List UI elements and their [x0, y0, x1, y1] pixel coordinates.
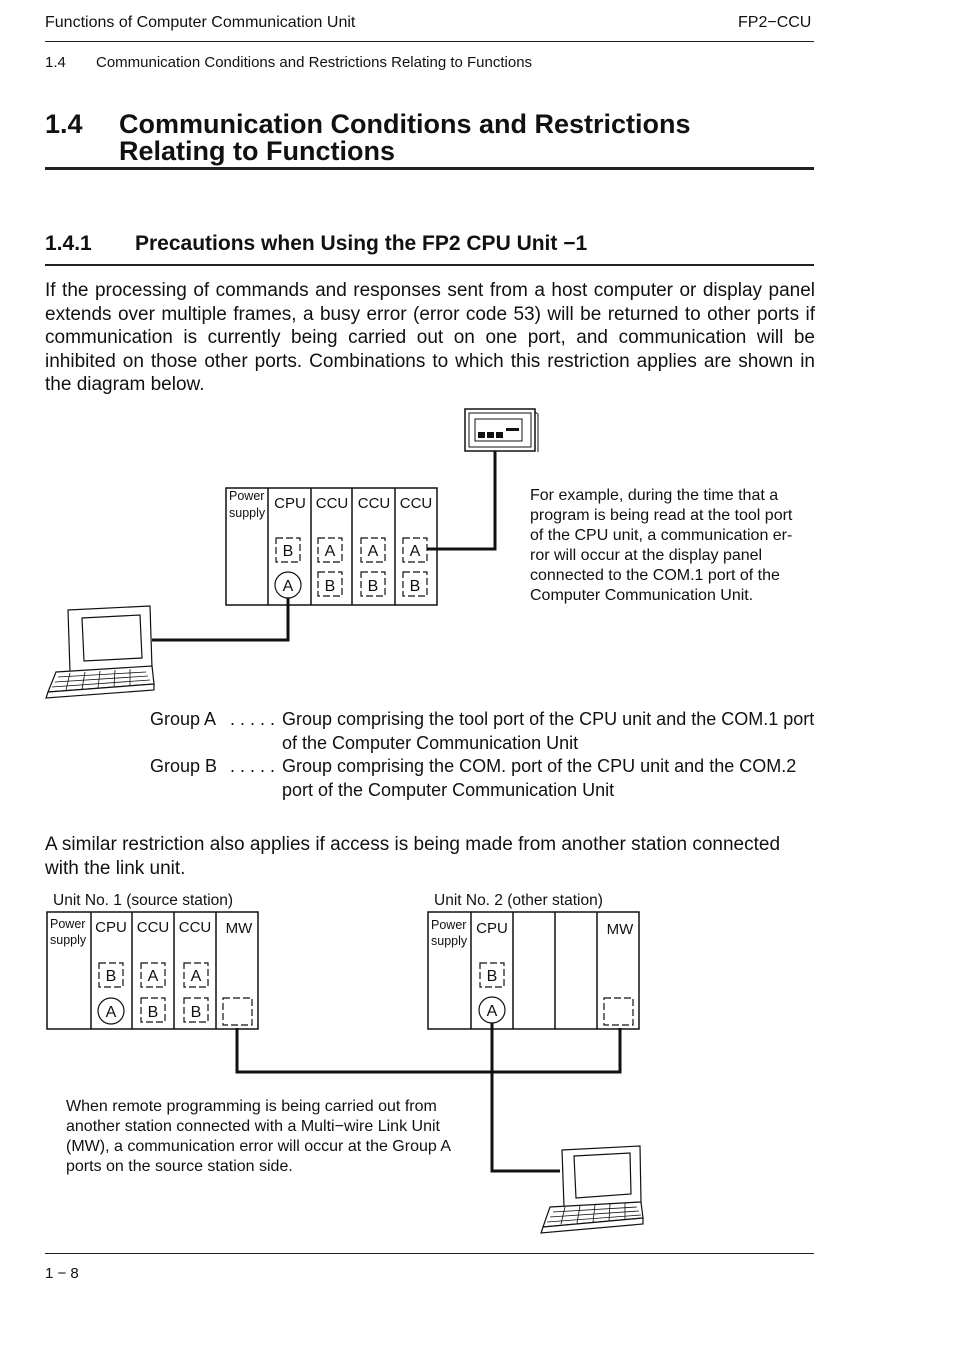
port-label: B: [283, 543, 294, 560]
unit2-title: Unit No. 2 (other station): [434, 892, 603, 909]
link-unit-paragraph: A similar restriction also applies if ac…: [45, 834, 781, 879]
port-label: B: [148, 1004, 159, 1021]
group-a-desc-line2: of the Computer Communication Unit: [282, 733, 579, 753]
group-a-dots: . . . . .: [230, 709, 276, 729]
port-label: A: [325, 543, 336, 560]
module-label-ccu: CCU: [137, 919, 170, 936]
module-label-ccu: CCU: [400, 495, 433, 512]
group-b-desc-line2: port of the Computer Communication Unit: [282, 780, 615, 800]
breadcrumb-text: Communication Conditions and Restriction…: [96, 54, 533, 71]
group-a-label: Group A: [150, 709, 217, 729]
section-title-line1: Communication Conditions and Restriction…: [119, 109, 691, 139]
footer-rule: [45, 1253, 814, 1254]
group-b-dots: . . . . .: [230, 756, 276, 776]
port-label: B: [325, 578, 336, 595]
power-supply-label-1: Power: [229, 489, 264, 503]
plc-rack: Power supply CPU CCU CCU CCU B A A A A B…: [225, 487, 438, 606]
group-b-label: Group B: [150, 756, 218, 776]
module-label-cpu: CPU: [476, 920, 508, 937]
port-label: A: [487, 1003, 498, 1020]
section-number: 1.4: [45, 109, 83, 139]
laptop-icon: [45, 605, 155, 699]
unit1-rack: Power supply CPU CCU CCU MW B A A A B B: [46, 911, 259, 1030]
port-label: B: [487, 968, 498, 985]
module-label-ccu: CCU: [316, 495, 349, 512]
power-supply-label-2: supply: [50, 933, 87, 947]
connection-cables: [152, 451, 497, 642]
intro-paragraph: If the processing of commands and respon…: [45, 280, 815, 395]
subsection-rule: [45, 264, 814, 266]
section-title-line2: Relating to Functions: [119, 136, 395, 166]
diagram-link-unit: Power supply CPU CCU CCU MW B A A A B B …: [46, 911, 644, 1234]
module-label-mw: MW: [607, 921, 634, 938]
header-rule: [45, 41, 814, 42]
diagram-port-groups: Power supply CPU CCU CCU CCU B A A A A B…: [45, 408, 539, 699]
diagram2-note: When remote programming is being carried…: [66, 1098, 451, 1175]
subsection-title: Precautions when Using the FP2 CPU Unit …: [135, 232, 588, 255]
port-label: A: [368, 543, 379, 560]
laptop-icon: [540, 1145, 644, 1234]
port-label: A: [191, 968, 202, 985]
port-label: B: [368, 578, 379, 595]
section-rule: [45, 167, 814, 170]
port-label: A: [148, 968, 159, 985]
port-label: B: [191, 1004, 202, 1021]
unit2-rack: Power supply CPU MW B A: [427, 911, 640, 1030]
port-label: A: [410, 543, 421, 560]
module-label-ccu: CCU: [358, 495, 391, 512]
unit1-title: Unit No. 1 (source station): [53, 892, 234, 909]
module-label-cpu: CPU: [274, 495, 306, 512]
display-panel-icon: [464, 408, 539, 452]
port-label: B: [106, 968, 117, 985]
power-supply-label-1: Power: [50, 917, 85, 931]
page-number: 1 − 8: [45, 1265, 79, 1282]
power-supply-label-2: supply: [431, 934, 468, 948]
power-supply-label-2: supply: [229, 506, 266, 520]
running-header-left: Functions of Computer Communication Unit: [45, 14, 356, 31]
diagram1-note: For example, during the time that a prog…: [530, 487, 793, 604]
breadcrumb-number: 1.4: [45, 54, 66, 71]
running-header-right: FP2−CCU: [738, 14, 812, 31]
link-cables: [235, 1023, 622, 1173]
power-supply-label-1: Power: [431, 918, 466, 932]
module-label-ccu: CCU: [179, 919, 212, 936]
port-label: A: [106, 1004, 117, 1021]
subsection-number: 1.4.1: [45, 232, 92, 255]
group-b-desc-line1: Group comprising the COM. port of the CP…: [282, 756, 797, 776]
group-a-desc-line1: Group comprising the tool port of the CP…: [282, 709, 815, 729]
port-label: B: [410, 578, 421, 595]
port-label: A: [283, 578, 294, 595]
module-label-cpu: CPU: [95, 919, 127, 936]
module-label-mw: MW: [226, 920, 253, 937]
